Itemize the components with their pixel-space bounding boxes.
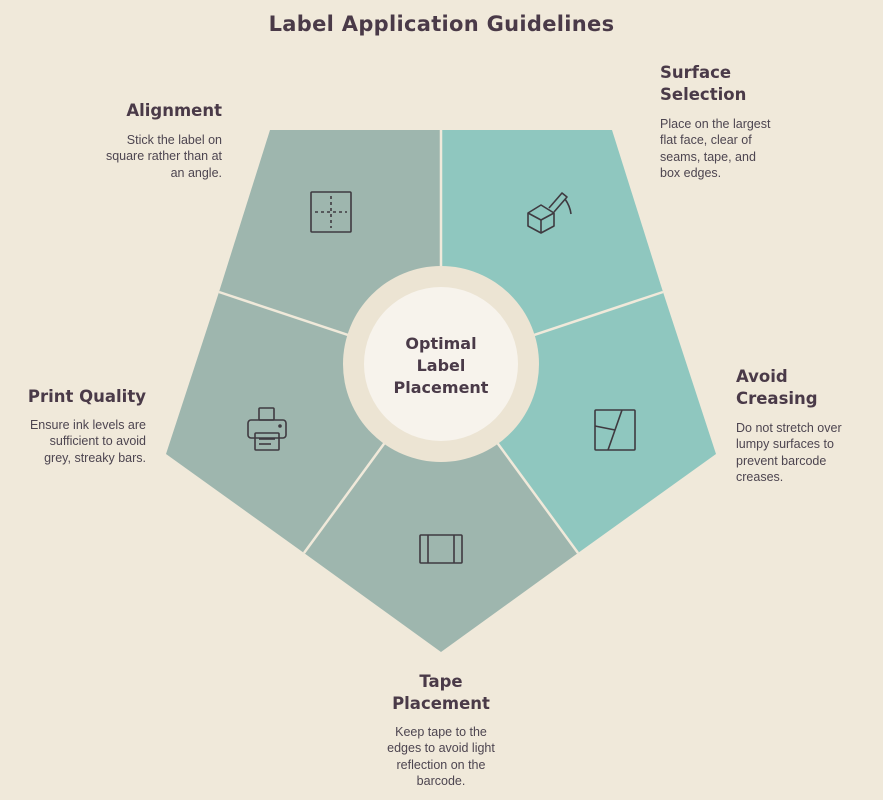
tape-placement-title: Tape Placement — [341, 671, 541, 715]
description-line: an angle. — [170, 165, 222, 180]
print-quality-title: Print Quality — [27, 387, 146, 406]
title-line: Selection — [660, 85, 747, 104]
description-line: Place on the largest — [660, 117, 771, 131]
description-line: Ensure ink levels are — [29, 418, 146, 432]
avoid-creasing-title: Avoid Creasing — [736, 366, 876, 410]
center-label-line: Optimal — [405, 334, 477, 353]
title-line: Avoid — [736, 367, 788, 386]
description-line: edges to avoid light — [387, 741, 495, 756]
alignment-description: Stick the label on square rather than at… — [60, 132, 222, 181]
title-line: Placement — [392, 694, 490, 713]
box-pen-icon — [527, 192, 572, 234]
description-line: box edges. — [660, 165, 722, 180]
description-line: lumpy surfaces to — [736, 437, 834, 452]
center-label-line: Placement — [393, 378, 489, 397]
center-label-line: Label — [416, 356, 466, 375]
description-line: square rather than at — [105, 149, 222, 164]
description-line: reflection on the — [396, 757, 486, 772]
description-line: Stick the label on — [126, 133, 222, 147]
title-line: Surface — [660, 63, 732, 82]
description-line: grey, streaky bars. — [44, 450, 146, 465]
diagram-title: Label Application Guidelines — [268, 12, 615, 36]
description-line: seams, tape, and — [660, 149, 756, 164]
description-line: prevent barcode — [736, 453, 827, 468]
description-line: sufficient to avoid — [49, 434, 146, 449]
alignment-title: Alignment — [126, 101, 222, 120]
title-line: Creasing — [736, 389, 818, 408]
description-line: creases. — [736, 469, 784, 484]
avoid-creasing-description: Do not stretch over lumpy surfaces to pr… — [736, 420, 876, 485]
segment-tape-placement — [304, 366, 578, 652]
center-disc — [364, 287, 518, 441]
crease-square-icon — [594, 409, 636, 451]
tape-placement-description: Keep tape to the edges to avoid light re… — [341, 724, 541, 789]
printer-icon — [247, 407, 287, 451]
grid-crosshair-icon — [310, 191, 352, 233]
print-quality-description: Ensure ink levels are sufficient to avoi… — [6, 417, 146, 466]
description-line: barcode. — [416, 773, 466, 788]
description-line: Do not stretch over — [736, 421, 842, 435]
surface-selection-description: Place on the largest flat face, clear of… — [660, 116, 840, 181]
description-line: Keep tape to the — [395, 725, 487, 739]
title-line: Tape — [419, 672, 463, 691]
description-line: flat face, clear of — [660, 133, 752, 148]
tape-frame-icon — [419, 534, 463, 564]
center-label: Optimal Label Placement — [380, 333, 502, 399]
surface-selection-title: Surface Selection — [660, 62, 840, 106]
